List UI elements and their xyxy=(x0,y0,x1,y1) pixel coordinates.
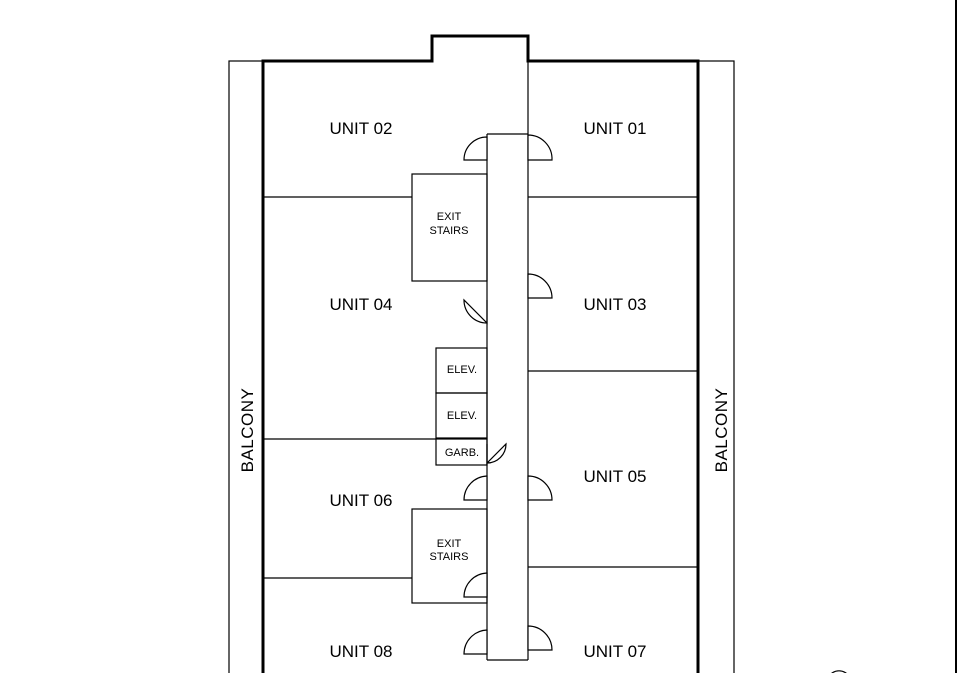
balcony-left-label: BALCONY xyxy=(238,388,257,473)
balcony-right xyxy=(697,60,735,673)
garbage-label: GARB. xyxy=(445,447,479,459)
exit-stairs-bottom-room xyxy=(411,508,488,604)
unit-label: UNIT 03 xyxy=(584,295,647,314)
partial-symbol xyxy=(831,670,847,673)
unit-label: UNIT 06 xyxy=(330,491,393,510)
door-swing-unit-03 xyxy=(527,273,553,299)
elevator-2-label: ELEV. xyxy=(447,410,477,422)
door-swing-unit-04 xyxy=(463,298,488,325)
balcony-right-label: BALCONY xyxy=(712,388,731,473)
unit-label: UNIT 02 xyxy=(330,119,393,138)
unit-label: UNIT 01 xyxy=(584,119,647,138)
elevator-1-label: ELEV. xyxy=(447,364,477,376)
door-swing-unit-08 xyxy=(463,629,488,655)
door-swing-garbage xyxy=(486,442,507,465)
door-swing-unit-01 xyxy=(527,134,553,161)
door-swing-unit-05 xyxy=(527,475,553,501)
unit-label: UNIT 08 xyxy=(330,642,393,661)
exit-stairs-bottom-label-2: STAIRS xyxy=(430,551,469,563)
balcony-left xyxy=(228,60,264,673)
unit-label: UNIT 04 xyxy=(330,295,393,314)
unit-label: UNIT 05 xyxy=(584,467,647,486)
exit-stairs-top-label-2: STAIRS xyxy=(430,225,469,237)
exit-stairs-bottom-label-1: EXIT xyxy=(437,538,462,550)
building-outline xyxy=(261,34,700,673)
door-swing-stairs-bottom xyxy=(463,572,488,598)
exit-stairs-top-label-1: EXIT xyxy=(437,211,462,223)
exit-stairs-top-room xyxy=(411,173,488,282)
door-swing-unit-02 xyxy=(463,136,488,161)
elevator-2-room xyxy=(435,392,488,439)
door-swing-unit-07 xyxy=(527,625,553,651)
door-swing-unit-06 xyxy=(463,475,488,501)
unit-label: UNIT 07 xyxy=(584,642,647,661)
